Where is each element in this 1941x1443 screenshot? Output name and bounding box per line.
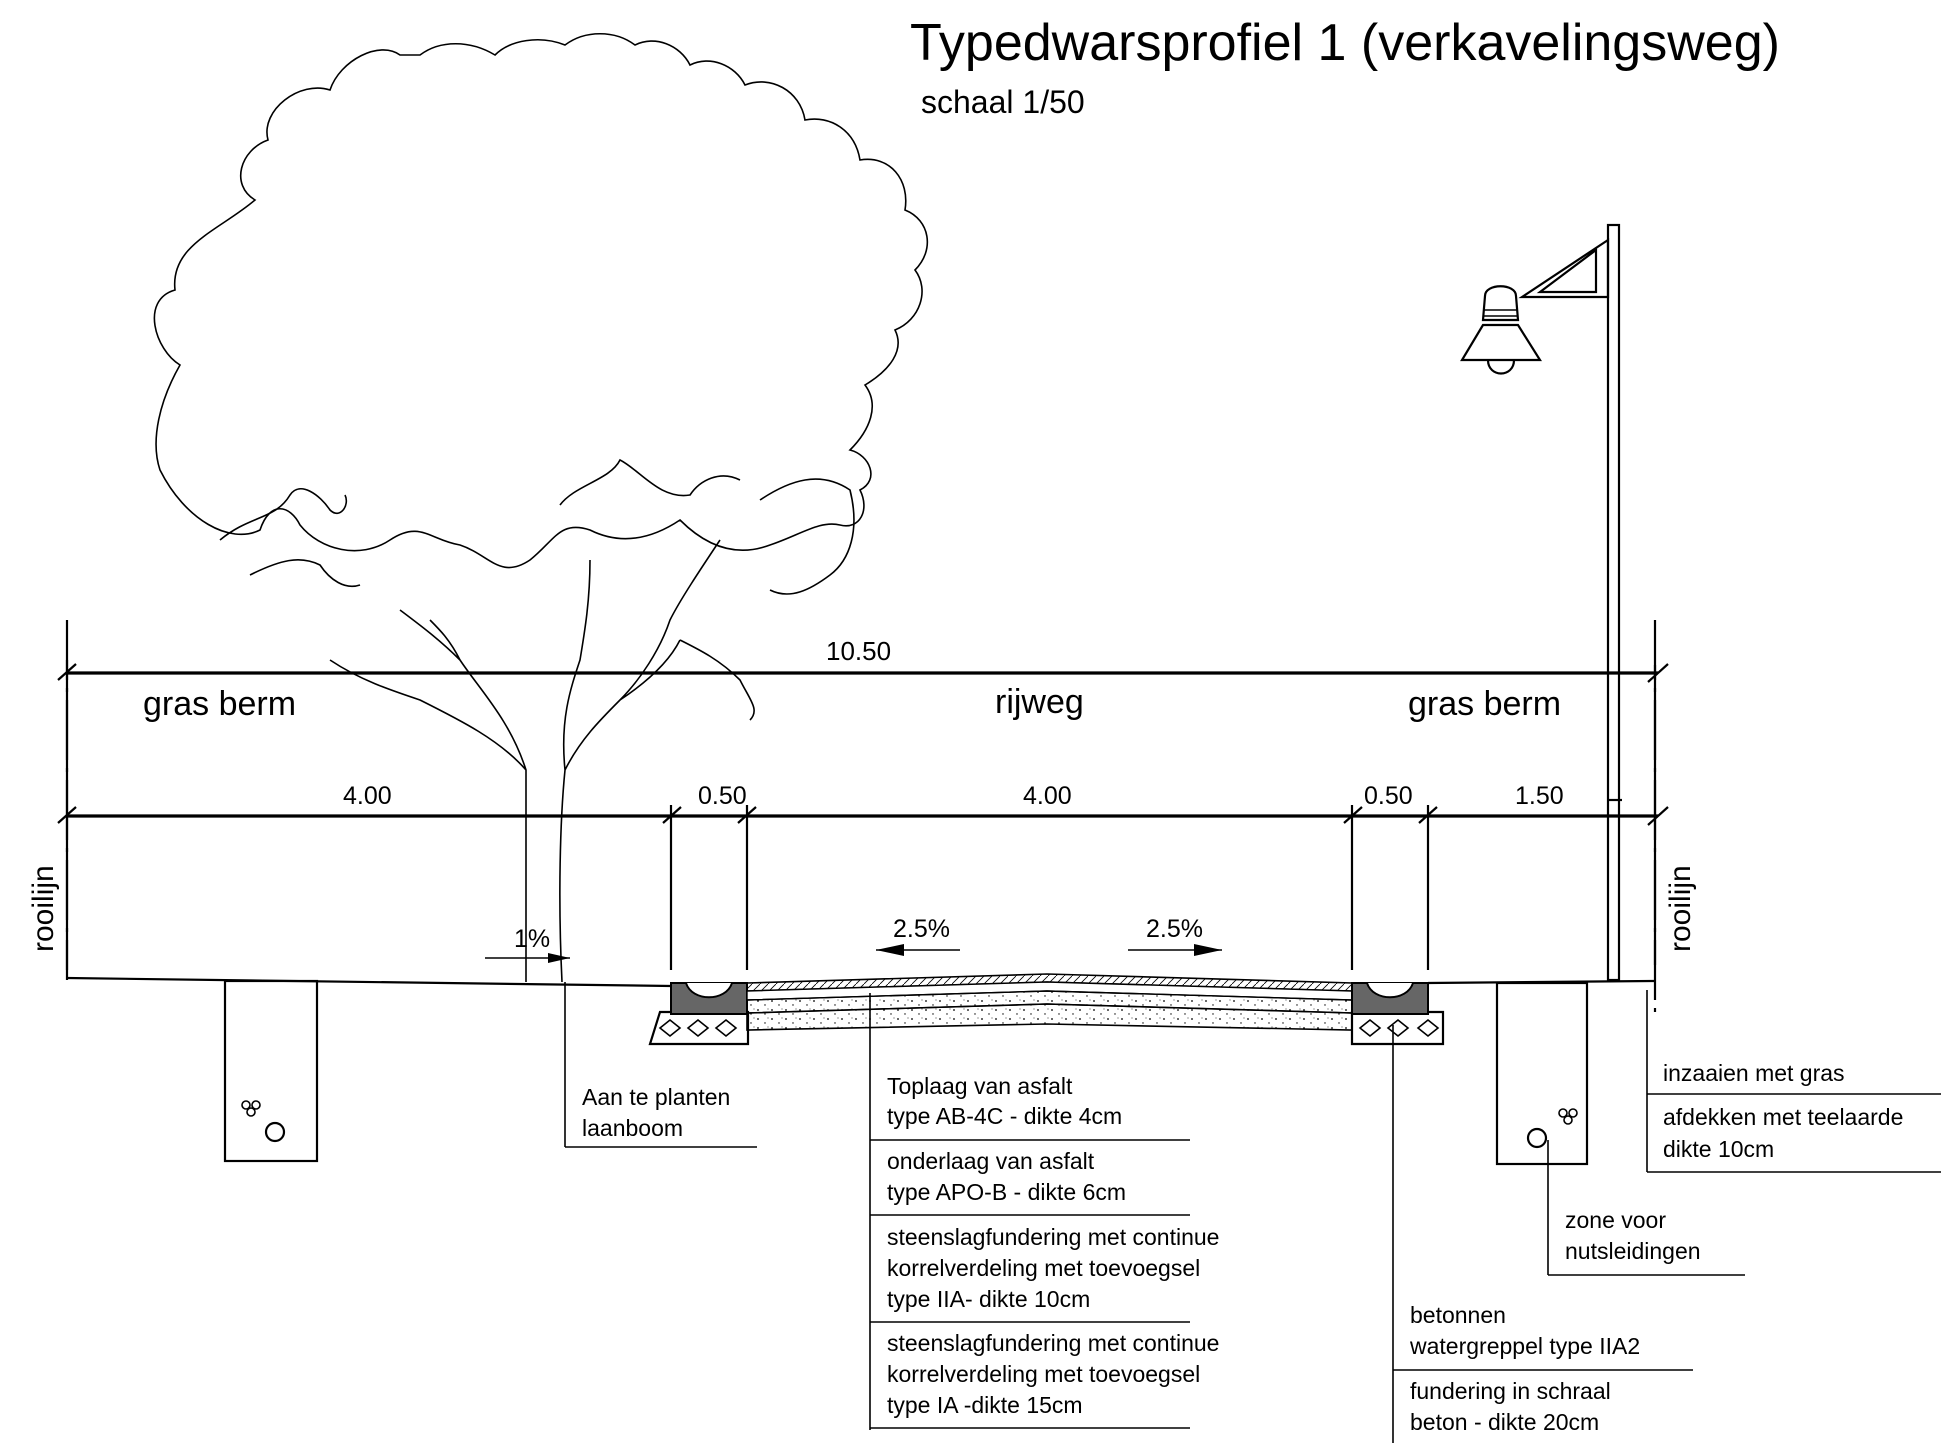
slope-label-road-right: 2.5% bbox=[1146, 915, 1203, 943]
annotation-gutter-line2: watergreppel type IIA2 bbox=[1409, 1333, 1640, 1359]
annotation-topsoil-line2: dikte 10cm bbox=[1663, 1136, 1774, 1162]
extension-lines bbox=[65, 620, 1657, 1020]
annotation-tree-line1: Aan te planten bbox=[582, 1084, 730, 1110]
annotation-utilities-line2: nutsleidingen bbox=[1565, 1238, 1701, 1264]
annotation-grass-seed: inzaaien met gras bbox=[1663, 1060, 1845, 1086]
tree-trunk bbox=[329, 539, 755, 983]
slope-label-road-left: 2.5% bbox=[893, 915, 950, 943]
annotation-base15-line2: korrelverdeling met toevoegsel bbox=[887, 1361, 1200, 1387]
boundary-label-left: rooilijn bbox=[27, 865, 60, 952]
utility-trench-left bbox=[223, 979, 319, 1163]
road-structure bbox=[648, 973, 1445, 1046]
annotation-toplayer-line2: type AB-4C - dikte 4cm bbox=[887, 1103, 1122, 1129]
annotation-gutter-line1: betonnen bbox=[1410, 1302, 1506, 1328]
annotation-tree-line2: laanboom bbox=[582, 1115, 683, 1141]
drawing-title: Typedwarsprofiel 1 (verkavelingsweg) bbox=[910, 14, 1780, 72]
dimension-segment-label: 0.50 bbox=[1364, 782, 1413, 810]
dimension-segments: 4.00 0.50 4.00 0.50 1.50 bbox=[57, 782, 1669, 826]
dimension-total-label: 10.50 bbox=[826, 636, 891, 666]
annotation-utilities-line1: zone voor bbox=[1565, 1207, 1666, 1233]
dimension-segment-label: 0.50 bbox=[698, 782, 747, 810]
slope-markers: 1% 2.5% 2.5% bbox=[485, 915, 1222, 963]
annotation-base15-line1: steenslagfundering met continue bbox=[887, 1330, 1219, 1356]
utility-trench-right bbox=[1495, 981, 1589, 1166]
drawing-scale: schaal 1/50 bbox=[921, 84, 1085, 120]
tree-crown-illustration bbox=[153, 33, 929, 569]
annotation-base10-line2: korrelverdeling met toevoegsel bbox=[887, 1255, 1200, 1281]
annotation-gutter-foundation-line1: fundering in schraal bbox=[1410, 1378, 1611, 1404]
annotation-base10-line1: steenslagfundering met continue bbox=[887, 1224, 1219, 1250]
slope-label-verge: 1% bbox=[514, 925, 550, 953]
zone-label-left-verge: gras berm bbox=[143, 685, 296, 723]
annotation-gutter-foundation-line2: beton - dikte 20cm bbox=[1410, 1409, 1599, 1435]
annotation-base15-line3: type IA -dikte 15cm bbox=[887, 1392, 1083, 1418]
street-lamp-illustration bbox=[1460, 223, 1622, 982]
dimension-segment-label: 4.00 bbox=[343, 782, 392, 810]
annotation-topsoil-line1: afdekken met teelaarde bbox=[1663, 1104, 1903, 1130]
annotation-toplayer-line1: Toplaag van asfalt bbox=[887, 1073, 1073, 1099]
annotation-underlayer-line2: type APO-B - dikte 6cm bbox=[887, 1179, 1126, 1205]
zone-label-right-verge: gras berm bbox=[1408, 685, 1561, 723]
zone-label-roadway: rijweg bbox=[995, 683, 1084, 721]
dimension-segment-label: 1.50 bbox=[1515, 782, 1564, 810]
boundary-label-right: rooilijn bbox=[1664, 865, 1697, 952]
annotation-underlayer-line1: onderlaag van asfalt bbox=[887, 1148, 1095, 1174]
annotations: Aan te planten laanboom Toplaag van asfa… bbox=[582, 1060, 1903, 1435]
dimension-total: 10.50 bbox=[57, 636, 1669, 683]
leader-lines bbox=[564, 982, 1941, 1443]
dimension-segment-label: 4.00 bbox=[1023, 782, 1072, 810]
annotation-base10-line3: type IIA- dikte 10cm bbox=[887, 1286, 1090, 1312]
